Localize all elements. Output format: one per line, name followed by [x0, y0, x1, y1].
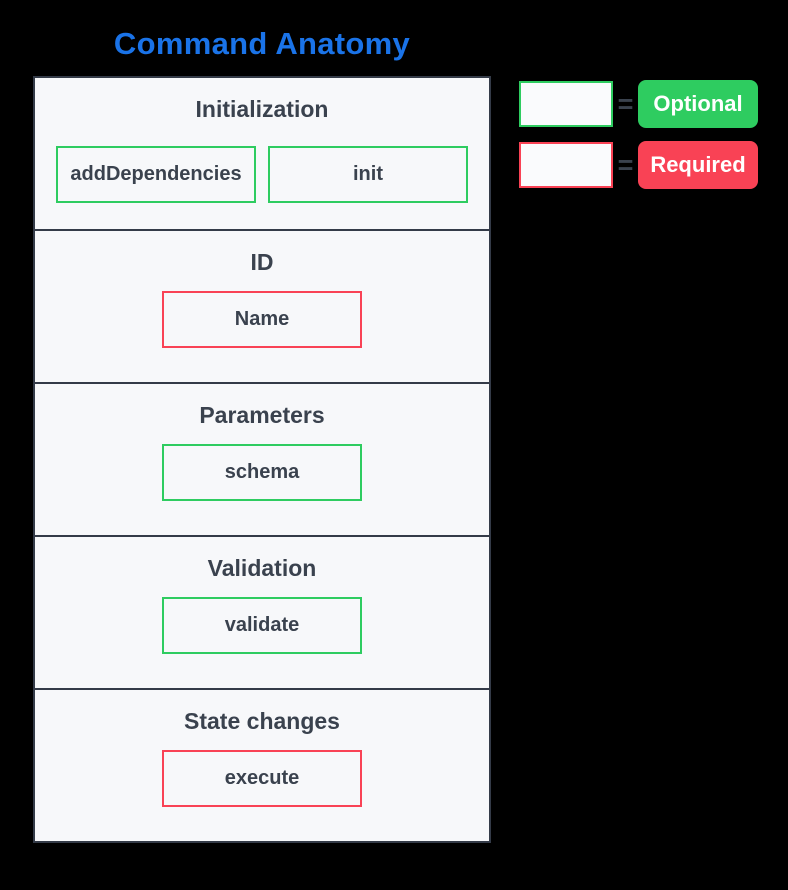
optional-swatch — [519, 81, 613, 127]
method-box-label: addDependencies — [70, 163, 242, 185]
section-label-state-changes: State changes — [184, 708, 340, 734]
method-box-label: validate — [224, 614, 300, 636]
method-box-execute: execute — [162, 750, 362, 807]
section-id: ID Name — [35, 229, 489, 382]
method-box-label: execute — [224, 767, 300, 789]
section-boxes: execute — [162, 750, 362, 807]
legend: = Optional = Required — [519, 80, 758, 189]
diagram-title: Command Anatomy — [113, 26, 411, 61]
method-box-init: init — [268, 146, 468, 203]
equals-sign: = — [617, 89, 634, 119]
section-boxes: addDependencies init — [56, 146, 468, 203]
method-box-validate: validate — [162, 597, 362, 654]
equals-sign: = — [617, 150, 634, 180]
section-label-parameters: Parameters — [199, 402, 325, 428]
legend-row-required: = Required — [519, 141, 758, 189]
legend-row-optional: = Optional — [519, 80, 758, 128]
section-boxes: Name — [162, 291, 362, 348]
method-box-name: Name — [162, 291, 362, 348]
method-box-label: schema — [224, 461, 300, 483]
section-parameters: Parameters schema — [35, 382, 489, 535]
required-badge: Required — [638, 141, 758, 189]
section-state-changes: State changes execute — [35, 688, 489, 841]
section-boxes: schema — [162, 444, 362, 501]
method-box-label: Name — [234, 308, 290, 330]
optional-badge: Optional — [638, 80, 758, 128]
command-anatomy-panel: Initialization addDependencies init ID N… — [33, 76, 491, 843]
section-label-validation: Validation — [207, 555, 317, 581]
method-box-schema: schema — [162, 444, 362, 501]
section-initialization: Initialization addDependencies init — [35, 78, 489, 229]
required-swatch — [519, 142, 613, 188]
section-validation: Validation validate — [35, 535, 489, 688]
section-boxes: validate — [162, 597, 362, 654]
method-box-adddependencies: addDependencies — [56, 146, 256, 203]
section-label-initialization: Initialization — [195, 96, 329, 122]
method-box-label: init — [353, 163, 383, 185]
section-label-id: ID — [250, 249, 274, 275]
